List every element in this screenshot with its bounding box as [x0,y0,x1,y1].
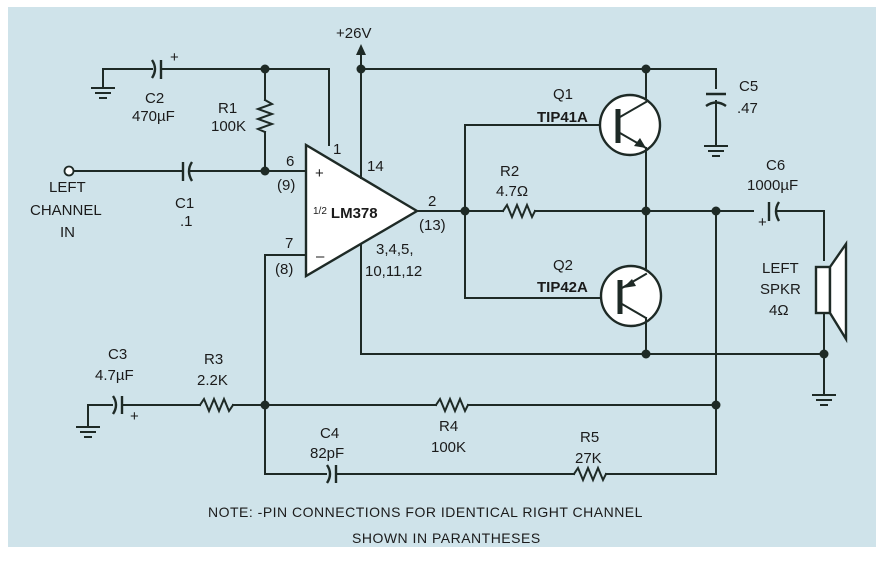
q1-ref: Q1 [553,86,573,103]
pin-1: 1 [333,141,341,158]
resistor-r2 [501,202,537,220]
speaker-label-line2: SPKR [760,281,801,298]
r4-value: 100K [431,439,466,456]
q2-emitter-arrow-icon [623,279,636,288]
c5-value: .47 [737,100,758,117]
input-label-line2: CHANNEL [30,202,102,219]
pin-9: (9) [277,177,295,194]
ground-icon [91,87,115,99]
junction-dot [260,400,270,410]
ground-icon [704,145,728,157]
q1-value: TIP41A [537,109,588,126]
r1-ref: R1 [218,100,237,117]
c3-polarity: + [130,408,139,425]
c6-polarity: + [758,214,767,231]
c6-ref: C6 [766,157,785,174]
r2-value: 4.7Ω [496,183,528,200]
c2-value: 470µF [132,108,175,125]
schematic-background [8,7,876,547]
junction-dot [356,64,366,74]
speaker-label-line3: 4Ω [769,302,789,319]
amp-minus-sign: – [316,248,325,265]
supply-rail [360,68,717,89]
c1-value: .1 [180,213,193,230]
inverting-input-wire [264,254,307,475]
capacitor-c4 [325,464,338,484]
ground-icon [76,426,100,438]
c4-value: 82pF [310,445,344,462]
c2-ground-wire [102,68,153,88]
capacitor-c2 [150,59,163,79]
pin-8: (8) [275,261,293,278]
pin-2: 2 [428,193,436,210]
input-label-line1: LEFT [49,179,86,196]
c2-polarity: + [170,49,179,66]
amp-label: 1/2 LM378 [313,205,378,222]
r1-value: 100K [211,118,246,135]
c5-ref: C5 [739,78,758,95]
c3-ref: C3 [108,346,127,363]
resistor-r5 [572,465,608,483]
capacitor-c3 [111,395,124,415]
amp-part: LM378 [331,205,378,222]
amp-plus-sign: + [315,165,324,182]
r2-ref: R2 [500,163,519,180]
junction-dot [641,349,651,359]
q1-emitter-arrow-icon [634,138,646,148]
r3-ref: R3 [204,351,223,368]
input-label-line3: IN [60,224,75,241]
ground-return-rail [360,244,825,355]
pin-14: 14 [367,158,384,175]
r3-value: 2.2K [197,372,228,389]
pin-7: 7 [285,235,293,252]
input-terminal [63,165,75,177]
c6-speaker-wire [776,210,825,261]
note-line2: SHOWN IN PARANTHESES [352,530,541,546]
pin-6: 6 [286,153,294,170]
junction-dot [711,400,721,410]
pin-13: (13) [419,217,446,234]
c3-value: 4.7µF [95,367,134,384]
transistor-q1 [598,93,662,157]
q2-ref: Q2 [553,257,573,274]
supply-arrow-icon [356,44,366,55]
q1-collector [618,100,648,119]
c1-ref: C1 [175,195,194,212]
amp-fraction: 1/2 [313,206,327,217]
resistor-r4 [434,396,470,414]
speaker-label-line1: LEFT [762,260,799,277]
resistor-r1 [255,98,275,134]
feedback-wire-pin1 [160,68,330,146]
note-line1: NOTE: -PIN CONNECTIONS FOR IDENTICAL RIG… [208,504,643,520]
c2-ref: C2 [145,90,164,107]
c6-value: 1000µF [747,177,798,194]
r4-ref: R4 [439,418,458,435]
q2-value: TIP42A [537,279,588,296]
speaker-icon [814,240,848,344]
r5-ref: R5 [580,429,599,446]
transistor-q2 [599,264,663,328]
pin-gnd-line1: 3,4,5, [376,241,414,258]
ground-icon [812,394,836,406]
supply-label: +26V [336,25,371,42]
c4-ref: C4 [320,425,339,442]
r5-value: 27K [575,450,602,467]
resistor-r3 [198,396,235,414]
q2-collector [620,302,648,320]
junction-dot [260,166,270,176]
pin-gnd-line2: 10,11,12 [365,263,422,280]
